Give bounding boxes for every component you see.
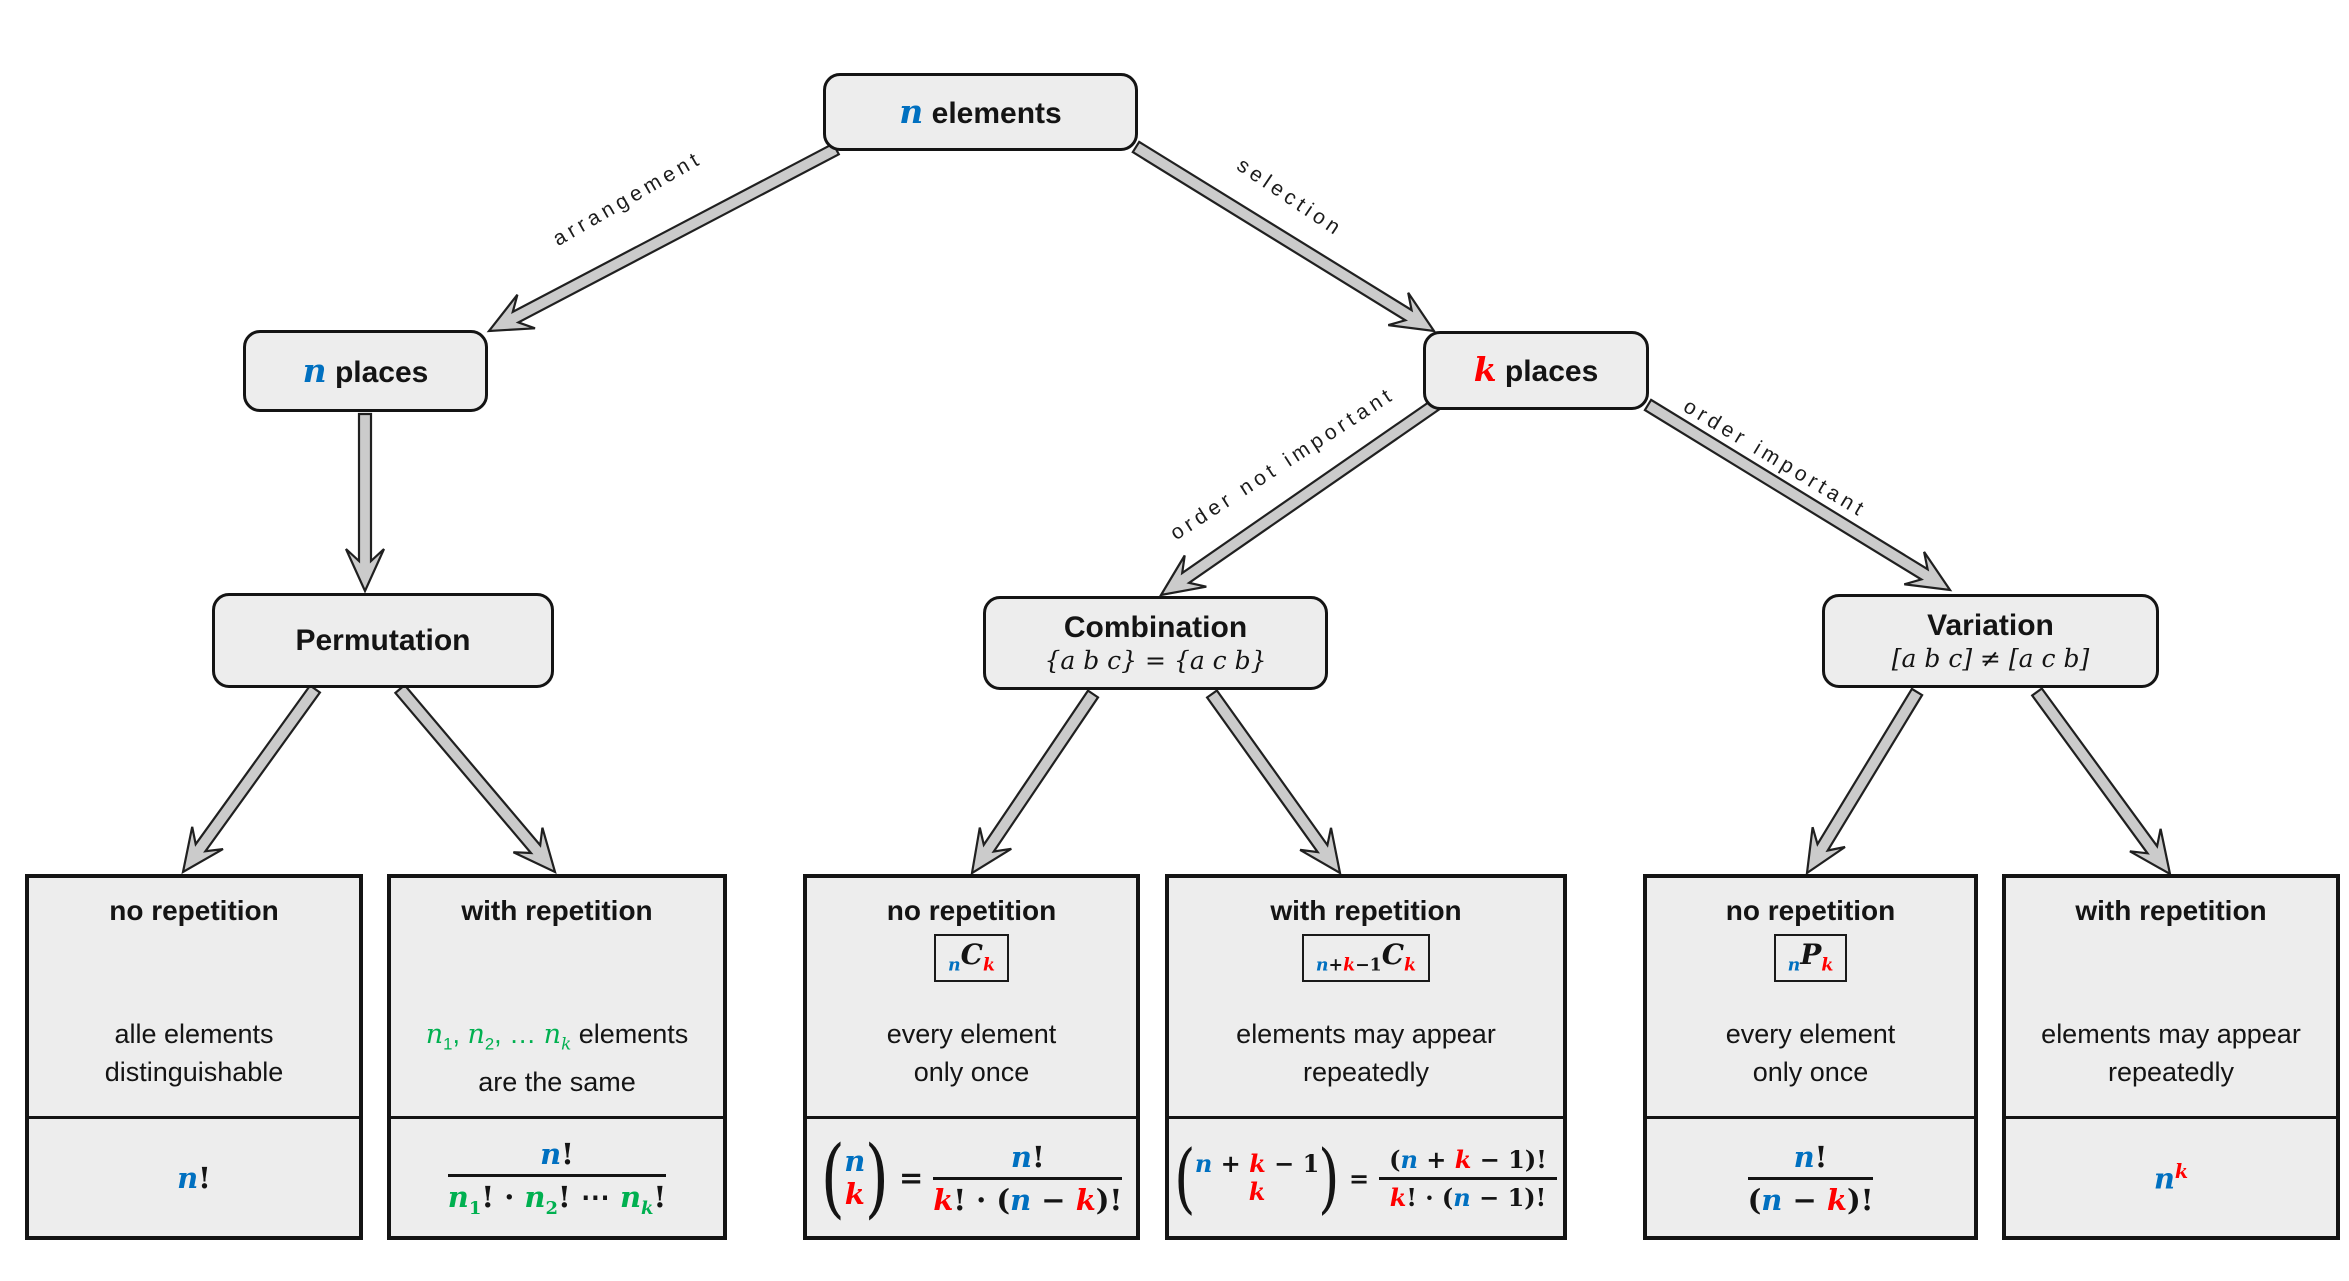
fraction: n! k! · (n − k)! <box>933 1139 1123 1217</box>
leaf-description-section: no repetition alle elements distinguisha… <box>29 878 359 1119</box>
leaf-permutation-no-repetition: no repetition alle elements distinguisha… <box>25 874 363 1240</box>
leaf-title: with repetition <box>2075 895 2267 926</box>
leaf-formula: n! n1! · n2! ⋯ nk! <box>391 1119 723 1237</box>
leaf-formula: n! <box>177 1161 211 1195</box>
leaf-title: with repetition <box>1270 895 1462 926</box>
left-paren: ( <box>820 1127 845 1228</box>
leaf-description: n1, n2, … nk elements are the same <box>425 1019 689 1098</box>
node-n-places: n places <box>243 330 488 412</box>
leaf-description: every element only once <box>1725 1019 1896 1087</box>
node-variation-title: Variation <box>1927 609 2054 643</box>
node-variation: Variation [a b c] ≠ [a c b] <box>1822 594 2159 688</box>
node-n-elements-title: n elements <box>899 91 1062 131</box>
symbol-nPk: nPk <box>1773 934 1848 983</box>
connector-arrow <box>1805 687 1924 876</box>
node-k-places: k places <box>1423 331 1649 410</box>
connector-arrow <box>2030 686 2172 877</box>
leaf-title: no repetition <box>1725 895 1896 926</box>
leaf-description-section: with repetition elements may appear repe… <box>2006 878 2336 1119</box>
node-combination-subtitle: {a b c} = {a c b} <box>1044 645 1267 675</box>
leaf-formula: n! (n − k)! <box>1647 1119 1974 1237</box>
equals-sign: = <box>1348 1163 1370 1193</box>
leaf-description-section: with repetition n1, n2, … nk elements ar… <box>391 878 723 1119</box>
leaf-description: elements may appear repeatedly <box>2041 1019 2301 1087</box>
connector-arrow <box>344 412 386 594</box>
symbol-nCk: nCk <box>934 934 1009 983</box>
binomial: ( n k ) <box>820 1127 890 1228</box>
connector-arrow <box>970 689 1100 876</box>
node-combination-title: Combination <box>1063 611 1248 645</box>
node-combination: Combination {a b c} = {a c b} <box>983 596 1328 690</box>
symbol-n-plus-k-minus-1-Ck: n+k−1Ck <box>1301 934 1431 983</box>
node-k-places-title: k places <box>1473 350 1599 390</box>
leaf-title: no repetition <box>886 895 1057 926</box>
leaf-description: every element only once <box>886 1019 1057 1087</box>
right-paren: ) <box>865 1127 890 1228</box>
connector-arrow <box>1131 140 1437 333</box>
leaf-variation-no-repetition: no repetition nPk every element only onc… <box>1643 874 1978 1240</box>
node-variation-subtitle: [a b c] ≠ [a c b] <box>1891 643 2090 673</box>
connector-arrow <box>181 683 322 875</box>
connector-arrow <box>393 683 557 875</box>
leaf-formula: ( n k ) = n! k! · (n − k)! <box>807 1119 1136 1237</box>
right-paren: ) <box>1318 1132 1340 1222</box>
leaf-formula: nk <box>2153 1160 2189 1196</box>
leaf-description-section: no repetition nPk every element only onc… <box>1647 878 1974 1119</box>
node-n-places-title: n places <box>302 350 429 390</box>
leaf-title: no repetition <box>109 895 279 926</box>
leaf-formula: ( n + k − 1 k ) = (n + k − 1)! k! · (n −… <box>1169 1119 1563 1237</box>
node-permutation-title: Permutation <box>295 623 471 657</box>
connector-arrow <box>1205 688 1342 876</box>
fraction: (n + k − 1)! k! · (n − 1)! <box>1379 1145 1557 1212</box>
binomial: ( n + k − 1 k ) <box>1174 1132 1340 1222</box>
equals-sign: = <box>898 1161 924 1195</box>
connector-arrow <box>1158 396 1443 597</box>
fraction: n! n1! · n2! ⋯ nk! <box>447 1137 667 1219</box>
leaf-description: alle elements distinguishable <box>104 1019 284 1087</box>
fraction: n! (n − k)! <box>1747 1139 1874 1217</box>
leaf-combination-with-repetition: with repetition n+k−1Ck elements may app… <box>1165 874 1567 1240</box>
leaf-permutation-with-repetition: with repetition n1, n2, … nk elements ar… <box>387 874 727 1240</box>
node-permutation: Permutation <box>212 593 554 688</box>
connector-arrow <box>1643 398 1953 592</box>
connector-arrow <box>486 142 841 333</box>
node-n-elements: n elements <box>823 73 1138 151</box>
leaf-variation-with-repetition: with repetition elements may appear repe… <box>2002 874 2340 1240</box>
leaf-description-section: with repetition n+k−1Ck elements may app… <box>1169 878 1563 1119</box>
leaf-description-section: no repetition nCk every element only onc… <box>807 878 1136 1119</box>
leaf-title: with repetition <box>461 895 653 926</box>
leaf-description: elements may appear repeatedly <box>1236 1019 1496 1087</box>
leaf-combination-no-repetition: no repetition nCk every element only onc… <box>803 874 1140 1240</box>
left-paren: ( <box>1174 1132 1196 1222</box>
